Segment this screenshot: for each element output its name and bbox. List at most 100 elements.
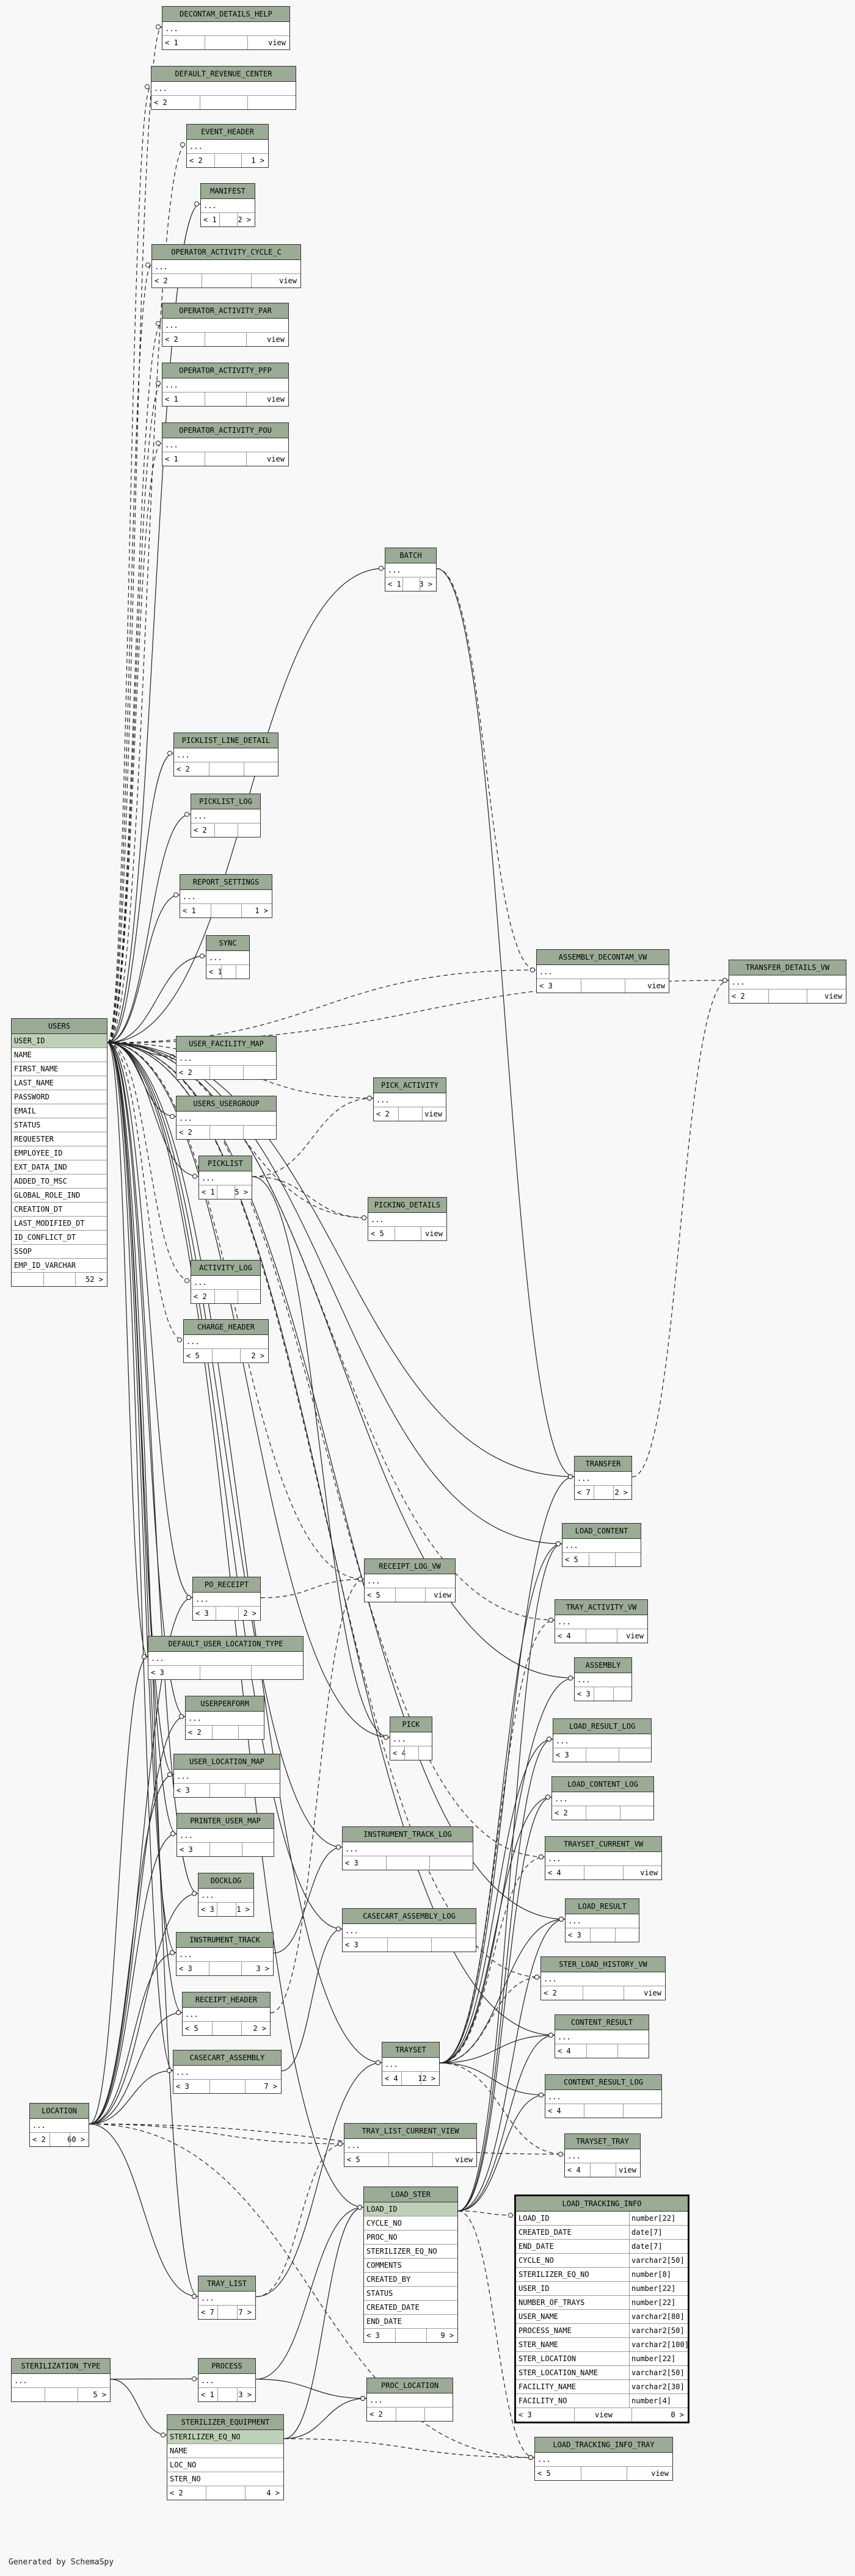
table-title[interactable]: OPERATOR_ACTIVITY_CYCLE_C (152, 245, 300, 260)
table-title[interactable]: RECEIPT_HEADER (183, 1992, 270, 2008)
table-title[interactable]: CONTENT_RESULT_LOG (545, 2075, 661, 2090)
table-title[interactable]: CASECART_ASSEMBLY (173, 2050, 281, 2066)
table-proc-location[interactable]: PROC_LOCATION...< 2 (366, 2378, 453, 2422)
table-title[interactable]: USERS (12, 1019, 107, 1034)
table-title[interactable]: REPORT_SETTINGS (180, 875, 272, 890)
table-title[interactable]: STER_LOAD_HISTORY_VW (541, 1957, 665, 1972)
table-content-result[interactable]: CONTENT_RESULT...< 4 (555, 2014, 649, 2058)
table-title[interactable]: CONTENT_RESULT (555, 2015, 649, 2030)
table-title[interactable]: EVENT_HEADER (187, 125, 268, 140)
table-title[interactable]: TRANSFER (575, 1456, 631, 1472)
table-user-facility-map[interactable]: USER_FACILITY_MAP...< 2 (176, 1036, 277, 1080)
table-title[interactable]: PICKLIST_LINE_DETAIL (174, 733, 278, 748)
table-title[interactable]: CASECART_ASSEMBLY_LOG (343, 1909, 476, 1924)
table-title[interactable]: USERS_USERGROUP (176, 1096, 276, 1112)
table-users-usergroup[interactable]: USERS_USERGROUP...< 2 (176, 1096, 277, 1140)
table-title[interactable]: USERPERFORM (186, 1696, 264, 1712)
table-title[interactable]: DEFAULT_REVENUE_CENTER (151, 67, 296, 82)
table-sync[interactable]: SYNC...< 1 (206, 935, 250, 979)
table-casecart-assembly-log[interactable]: CASECART_ASSEMBLY_LOG...< 3 (342, 1908, 476, 1952)
table-title[interactable]: LOCATION (30, 2104, 89, 2119)
table-title[interactable]: LOAD_CONTENT (562, 1524, 641, 1539)
table-title[interactable]: ASSEMBLY (575, 1658, 631, 1673)
table-title[interactable]: TRAYSET_TRAY (565, 2134, 640, 2149)
table-title[interactable]: TRAY_LIST (198, 2276, 255, 2292)
table-content-result-log[interactable]: CONTENT_RESULT_LOG...< 4 (545, 2074, 662, 2118)
table-load-result[interactable]: LOAD_RESULT...< 3 (565, 1898, 639, 1942)
table-title[interactable]: INSTRUMENT_TRACK_LOG (343, 1827, 473, 1842)
table-assembly[interactable]: ASSEMBLY...< 3 (574, 1657, 632, 1701)
table-title[interactable]: PRINTER_USER_MAP (177, 1814, 274, 1829)
table-title[interactable]: DEFAULT_USER_LOCATION_TYPE (148, 1637, 303, 1652)
table-load-result-log[interactable]: LOAD_RESULT_LOG...< 3 (553, 1718, 652, 1762)
table-user-location-map[interactable]: USER_LOCATION_MAP...< 3 (173, 1754, 280, 1798)
table-title[interactable]: LOAD_TRACKING_INFO_TRAY (535, 2437, 672, 2453)
table-default-revenue-center[interactable]: DEFAULT_REVENUE_CENTER...< 2 (151, 66, 296, 110)
table-title[interactable]: MANIFEST (201, 184, 255, 199)
table-title[interactable]: LOAD_RESULT (566, 1899, 639, 1914)
table-title[interactable]: RECEIPT_LOG_VW (365, 1559, 455, 1574)
table-title[interactable]: TRANSFER_DETAILS_VW (729, 960, 846, 975)
table-title[interactable]: OPERATOR_ACTIVITY_PFP (162, 363, 288, 378)
table-title[interactable]: PICKLIST (199, 1156, 252, 1171)
table-title[interactable]: LOAD_RESULT_LOG (553, 1719, 651, 1734)
table-title[interactable]: LOAD_CONTENT_LOG (552, 1777, 653, 1792)
table-title[interactable]: CHARGE_HEADER (184, 1320, 268, 1335)
table-title[interactable]: ACTIVITY_LOG (191, 1261, 260, 1276)
table-title[interactable]: PICKLIST_LOG (191, 794, 260, 809)
table-title[interactable]: ASSEMBLY_DECONTAM_VW (537, 950, 669, 965)
table-title[interactable]: LOAD_TRACKING_INFO (516, 2196, 688, 2212)
table-userperform[interactable]: USERPERFORM...< 2 (185, 1696, 264, 1740)
table-printer-user-map[interactable]: PRINTER_USER_MAP...< 3 (176, 1813, 274, 1857)
table-title[interactable]: TRAYSET (382, 2042, 439, 2058)
table-title[interactable]: STERILIZATION_TYPE (12, 2359, 110, 2374)
table-title[interactable]: PROC_LOCATION (367, 2378, 453, 2393)
table-title[interactable]: USER_LOCATION_MAP (174, 1754, 280, 1770)
table-title[interactable]: USER_FACILITY_MAP (176, 1037, 276, 1052)
table-title[interactable]: LOAD_STER (364, 2187, 457, 2202)
table-title[interactable]: PO_RECEIPT (193, 1577, 260, 1593)
table-default-user-location-type[interactable]: DEFAULT_USER_LOCATION_TYPE...< 3 (148, 1636, 304, 1680)
table-title[interactable]: PICK (390, 1717, 432, 1732)
table-title[interactable]: TRAY_ACTIVITY_VW (555, 1600, 647, 1615)
table-title[interactable]: BATCH (385, 548, 436, 563)
table-title[interactable]: DECONTAM_DETAILS_HELP (162, 7, 289, 22)
table-pick[interactable]: PICK...< 4 (390, 1717, 432, 1760)
table-load-content[interactable]: LOAD_CONTENT...< 5 (562, 1523, 641, 1567)
table-title[interactable]: PICKING_DETAILS (368, 1198, 446, 1213)
table-title[interactable]: OPERATOR_ACTIVITY_PAR (162, 303, 288, 319)
table-title[interactable]: TRAY_LIST_CURRENT_VIEW (344, 2124, 476, 2139)
table-title[interactable]: SYNC (206, 936, 249, 951)
table-instrument-track-log[interactable]: INSTRUMENT_TRACK_LOG...< 3 (342, 1826, 473, 1870)
